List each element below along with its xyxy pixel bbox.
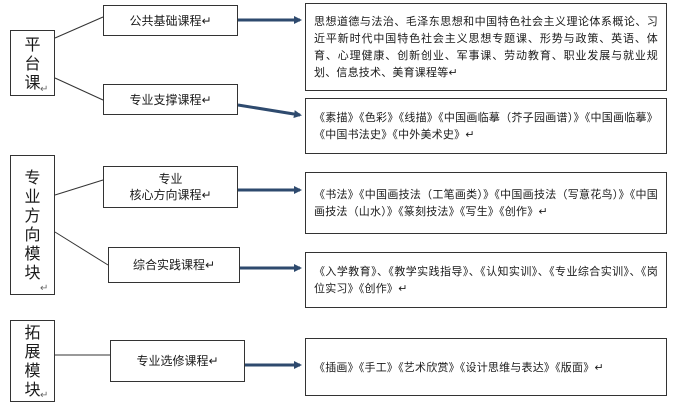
- course-box-major-elective: 专业选修课程↵: [110, 340, 245, 382]
- category-box-major-direction: 专业方向模块: [10, 155, 55, 295]
- course-box-comprehensive-practice: 综合实践课程↵: [108, 247, 240, 283]
- course-box-public-basic: 公共基础课程↵: [103, 5, 238, 36]
- category-box-expansion: 拓展模块: [10, 320, 55, 402]
- detail-box-public-basic: 思想道德与法治、毛泽东思想和中国特色社会主义理论体系概论、习近平新时代中国特色社…: [305, 3, 667, 91]
- category-label: 平台课: [24, 34, 41, 92]
- category-box-platform: 平台课: [10, 30, 55, 96]
- course-label: 专业 核心方向课程↵: [129, 172, 212, 202]
- detail-text: 思想道德与法治、毛泽东思想和中国特色社会主义理论体系概论、习近平新时代中国特色社…: [314, 15, 658, 79]
- return-mark: ↵: [40, 84, 49, 95]
- course-box-core-direction: 专业 核心方向课程↵: [103, 166, 238, 208]
- connector-line: [54, 179, 104, 196]
- course-label: 公共基础课程↵: [129, 13, 212, 28]
- arrow: [237, 103, 302, 118]
- category-label: 拓展模块: [24, 323, 41, 399]
- detail-box-comprehensive-practice: 《入学教育》、《教学实践指导》、《认知实训》、《专业综合实训》、《岗位实习》《创…: [305, 252, 667, 308]
- course-box-major-support: 专业支撑课程↵: [103, 84, 238, 115]
- connector-line: [54, 77, 104, 101]
- course-label: 专业选修课程↵: [136, 354, 219, 368]
- detail-text: 《入学教育》、《教学实践指导》、《认知实训》、《专业综合实训》、《岗位实习》《创…: [314, 265, 658, 295]
- detail-box-core-direction: 《书法》《中国画技法（工笔画类）》《中国画技法（写意花鸟）》《中国画技法（山水）…: [305, 172, 667, 234]
- detail-text: 《素描》《色彩》《线描》《中国画临摹（芥子园画谱）》《中国画临摹》《中国书法史》…: [314, 111, 658, 141]
- course-label: 综合实践课程↵: [132, 258, 216, 272]
- return-mark: ↵: [40, 390, 49, 401]
- category-label: 专业方向模块: [24, 168, 41, 282]
- detail-text: 《书法》《中国画技法（工笔画类）》《中国画技法（写意花鸟）》《中国画技法（山水）…: [314, 188, 658, 218]
- detail-box-major-elective: 《插画》《手工》《艺术欣赏》《设计思维与表达》《版面》↵: [305, 338, 667, 396]
- connector-line: [54, 231, 109, 266]
- detail-text: 《插画》《手工》《艺术欣赏》《设计思维与表达》《版面》↵: [314, 360, 604, 374]
- detail-box-major-support: 《素描》《色彩》《线描》《中国画临摹（芥子园画谱）》《中国画临摹》《中国书法史》…: [305, 98, 667, 154]
- course-label: 专业支撑课程↵: [129, 92, 212, 107]
- return-mark: ↵: [40, 283, 49, 294]
- connector-line: [54, 16, 104, 39]
